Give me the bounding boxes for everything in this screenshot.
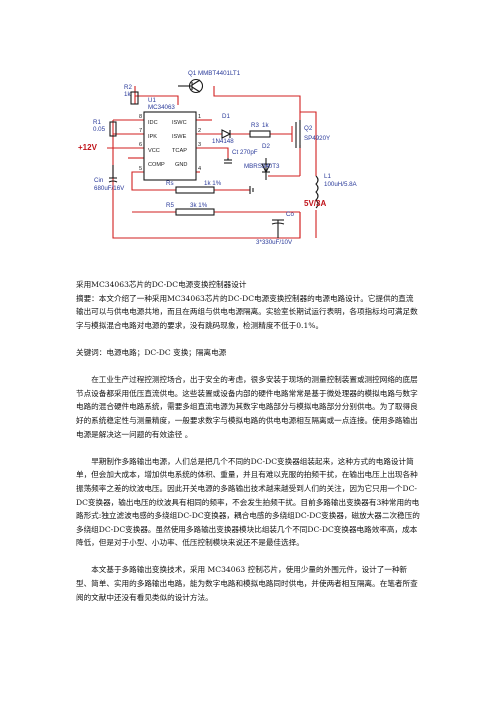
pin-number-1: 1 [198,114,201,120]
label-u1-part: MC34063 [148,104,175,111]
label-co-value: 3*330uF/10V [256,239,293,246]
article-paragraph-1: 在工业生产过程控测控场合，出于安全的考虑，很多安装于现场的测量控制装置或测控网络… [76,375,418,439]
pin-vcc: VCC [148,148,160,154]
label-r1-value: 0.05 [93,126,106,133]
label-l1: L1 [324,173,331,180]
r1-resistor-icon [109,121,117,137]
label-co: Co [286,211,294,218]
r2-resistor-icon [130,91,139,105]
r3-resistor-icon [249,130,271,138]
rs-resistor-icon [175,186,215,194]
schematic-parts [108,78,319,238]
pin-number-2: 2 [198,128,201,134]
article-keywords: 关键词：电源电路；DC-DC 变换；隔离电源 [76,347,227,357]
label-l1-value: 100uH/5.8A [324,181,358,188]
label-vin: +12V [78,143,98,152]
label-d2-part: MBRS340T3 [244,163,280,170]
label-q1: Q1 MMBT4401LT1 [188,70,241,77]
pin-ipk: IPK [148,134,157,140]
label-ct-value: 270pF [240,149,258,156]
r5-resistor-icon [175,208,215,216]
label-r5-value: 3k 1% [190,202,208,209]
cin-capacitor-icon [108,180,118,183]
pin-number-8: 8 [139,114,142,120]
pin-number-3: 3 [198,142,201,148]
pin-number-6: 6 [139,142,142,148]
pin-number-5: 5 [139,166,142,172]
label-r2-value: 1k [124,91,131,98]
label-d1-part: 1N4148 [212,138,234,145]
label-d1: D1 [222,113,230,120]
pin-comp: COMP [148,162,165,168]
schematic-wires [107,86,317,239]
pin-iswc: ISWC [172,120,187,126]
pin-tcap: TCAP [172,148,187,154]
label-cin: Cin [94,177,104,184]
pin-idc: IDC [148,120,158,126]
u1-chip-icon [143,111,197,181]
label-r1: R1 [93,119,101,126]
pin-number-4: 4 [198,166,201,172]
label-rs: Rs [166,180,174,187]
article-body: 采用MC34063芯片的DC-DC电源变换控制器设计 摘要：本文介绍了一种采用M… [76,278,420,604]
label-ct: Ct [232,149,238,156]
label-vout: 5V/3A [304,199,326,208]
pin-number-7: 7 [139,128,142,134]
circuit-schematic: Q1 MMBT4401LT1 R2 1k U1 MC34063 R1 0.05 … [78,70,358,246]
article-paragraph-2: 早期制作多路输出电源，人们总是把几个不同的DC-DC变换器组装起来，这种方式的电… [76,456,420,548]
article-title: 采用MC34063芯片的DC-DC电源变换控制器设计 [76,280,247,289]
d1-diode-icon [221,129,232,139]
pin-gnd: GND [175,162,187,168]
label-r2: R2 [124,84,132,91]
label-q2-part: SP4920Y [304,135,330,142]
label-rs-value: 1k 1% [204,180,222,187]
label-r3-value: 1k [262,122,269,129]
article-paragraph-3: 本文基于多路输出变换技术，采用 MC34063 控制芯片，使用少量的外围元件，设… [76,565,418,602]
label-u1: U1 [148,97,156,104]
label-r3: R3 [251,122,259,129]
label-d2: D2 [262,143,270,150]
l1-inductor-icon [315,175,319,209]
label-q2: Q2 [304,125,313,132]
label-r5: R5 [166,202,174,209]
label-cin-value: 680uF/16V [94,185,125,192]
co-capacitor-icon [271,222,285,225]
pin-iswe: ISWE [172,134,187,140]
article-abstract: 摘要：本文介绍了一种采用MC34063芯片的DC-DC电源变换控制器的电源电路设… [76,293,418,330]
